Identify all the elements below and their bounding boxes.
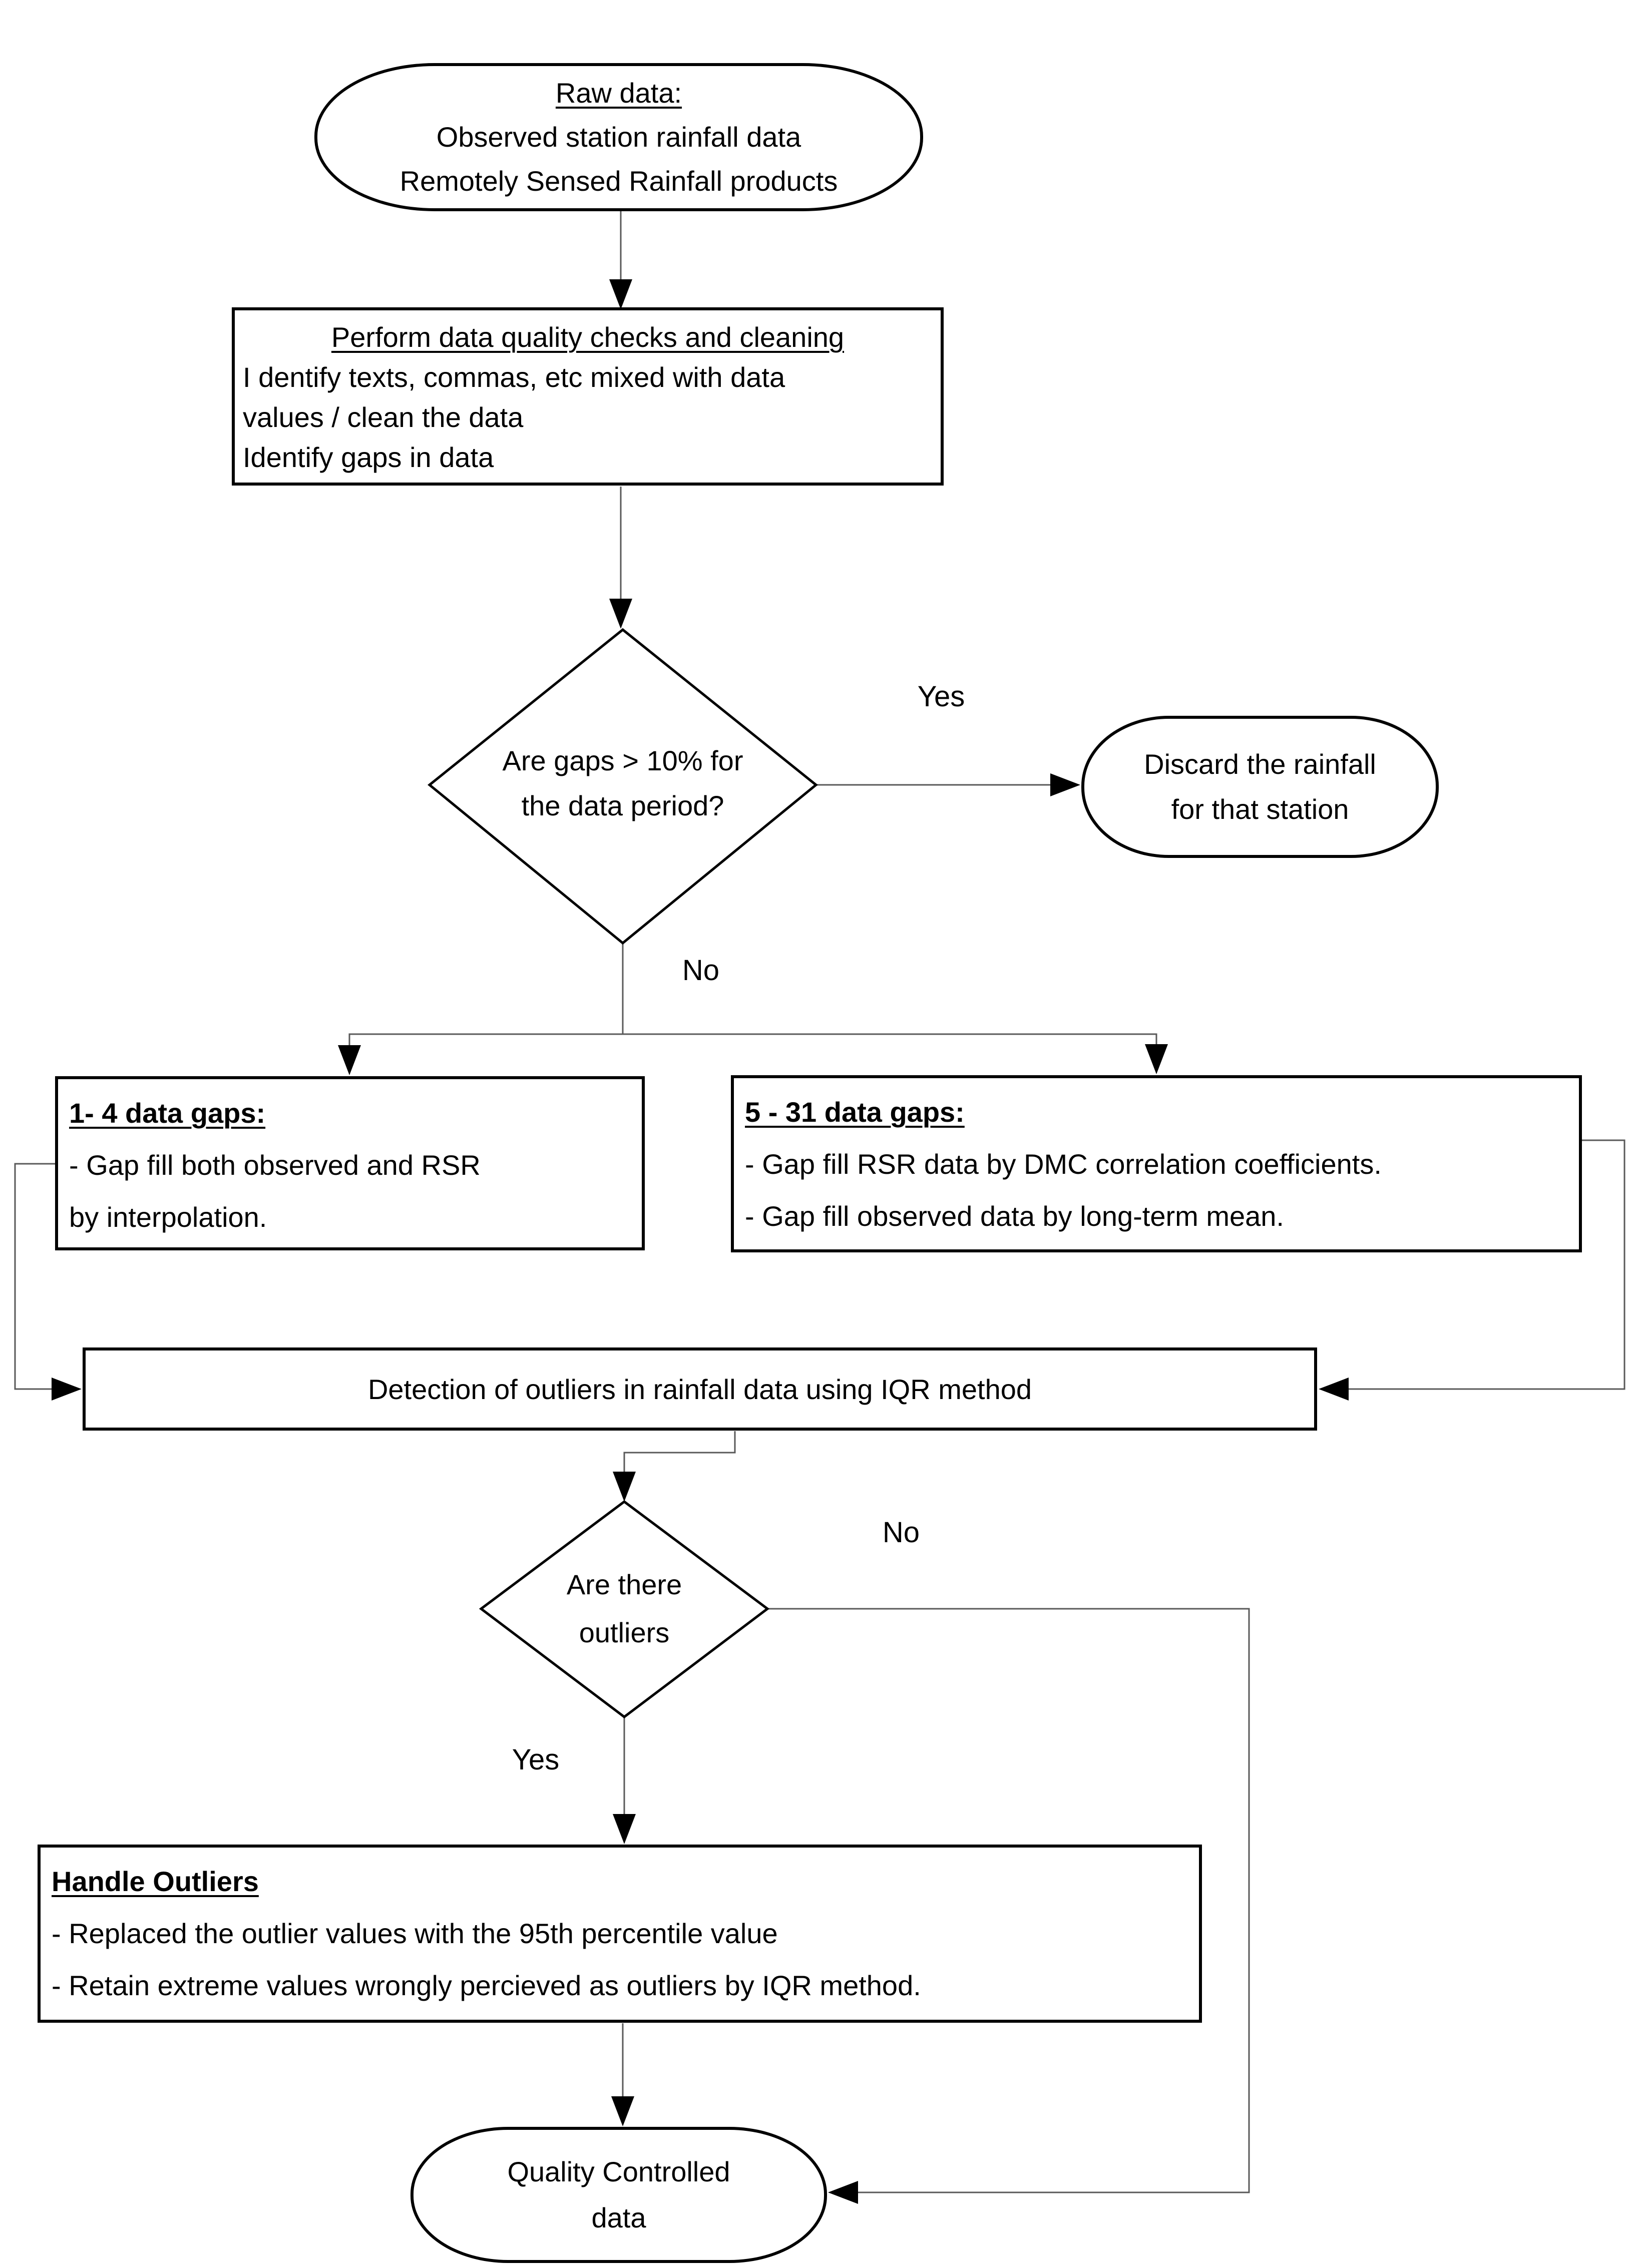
node-line: Observed station rainfall data (436, 121, 801, 153)
node-line: outliers (579, 1617, 670, 1648)
connector-detection-to-outliers-decision (623, 1431, 736, 1474)
node-raw-data: Raw data: Observed station rainfall data… (314, 63, 923, 211)
arrowhead-right-icon (1050, 773, 1080, 796)
node-title: Handle Outliers (52, 1866, 259, 1897)
node-line: Are there (566, 1569, 682, 1600)
arrowhead-left-icon (1319, 1378, 1349, 1401)
arrowhead-down-icon (613, 1472, 636, 1502)
node-label: Detection of outliers in rainfall data u… (367, 1373, 1032, 1405)
node-line: data (591, 2202, 646, 2233)
arrowhead-left-icon (828, 2181, 858, 2204)
node-line: - Gap fill both observed and RSR (69, 1149, 481, 1181)
node-title: Perform data quality checks and cleaning (331, 321, 845, 353)
decision-gaps-diamond (428, 628, 818, 945)
node-line: Quality Controlled (507, 2156, 730, 2187)
node-title: 5 - 31 data gaps: (745, 1096, 965, 1128)
connector-small-gaps-to-detection (14, 1163, 55, 1390)
connector-no-to-small-gaps (348, 944, 624, 1047)
arrowhead-down-icon (611, 2096, 634, 2126)
node-quality-checks: Perform data quality checks and cleaning… (232, 307, 944, 486)
arrowhead-down-icon (338, 1045, 361, 1075)
node-outliers-decision-label: Are there outliers (524, 1554, 724, 1664)
node-line: - Retain extreme values wrongly percieve… (52, 1970, 921, 2001)
node-line: values / clean the data (243, 401, 524, 433)
node-line: - Replaced the outlier values with the 9… (52, 1918, 778, 1949)
node-title: Raw data: (555, 77, 682, 109)
node-line: - Gap fill observed data by long-term me… (745, 1200, 1284, 1232)
node-gaps-decision-label: Are gaps > 10% for the data period? (448, 721, 798, 846)
connector-no-outliers-to-qc (767, 1608, 1250, 2193)
node-line: Remotely Sensed Rainfall products (399, 165, 838, 197)
node-outlier-detection: Detection of outliers in rainfall data u… (83, 1347, 1317, 1431)
edge-label-yes-outliers: Yes (512, 1743, 560, 1776)
node-large-gaps: 5 - 31 data gaps: - Gap fill RSR data by… (731, 1075, 1582, 1252)
node-line: - Gap fill RSR data by DMC correlation c… (745, 1148, 1382, 1180)
arrowhead-right-icon (52, 1378, 82, 1401)
connector-no-to-large-gaps (623, 1033, 1157, 1046)
edge-label-no-outliers: No (882, 1516, 920, 1549)
node-small-gaps: 1- 4 data gaps: - Gap fill both observed… (55, 1076, 645, 1250)
node-line: I dentify texts, commas, etc mixed with … (243, 361, 785, 393)
arrowhead-down-icon (613, 1814, 636, 1844)
node-line: the data period? (521, 790, 724, 821)
arrowhead-down-icon (609, 279, 632, 309)
node-discard-station: Discard the rainfall for that station (1081, 716, 1439, 858)
node-handle-outliers: Handle Outliers - Replaced the outlier v… (38, 1845, 1202, 2023)
decision-outliers-diamond (479, 1500, 770, 1719)
node-line: for that station (1171, 793, 1349, 825)
node-title: 1- 4 data gaps: (69, 1097, 266, 1129)
edge-label-no-gaps: No (682, 954, 720, 987)
node-quality-controlled-data: Quality Controlled data (410, 2127, 827, 2263)
connector-large-gaps-to-detection (1348, 1139, 1625, 1390)
node-line: Discard the rainfall (1144, 748, 1376, 780)
node-line: by interpolation. (69, 1201, 267, 1233)
node-line: Are gaps > 10% for (502, 745, 743, 776)
arrowhead-down-icon (609, 599, 632, 629)
node-line: Identify gaps in data (243, 441, 494, 473)
edge-label-yes-gaps: Yes (917, 680, 965, 713)
arrowhead-down-icon (1145, 1044, 1168, 1074)
